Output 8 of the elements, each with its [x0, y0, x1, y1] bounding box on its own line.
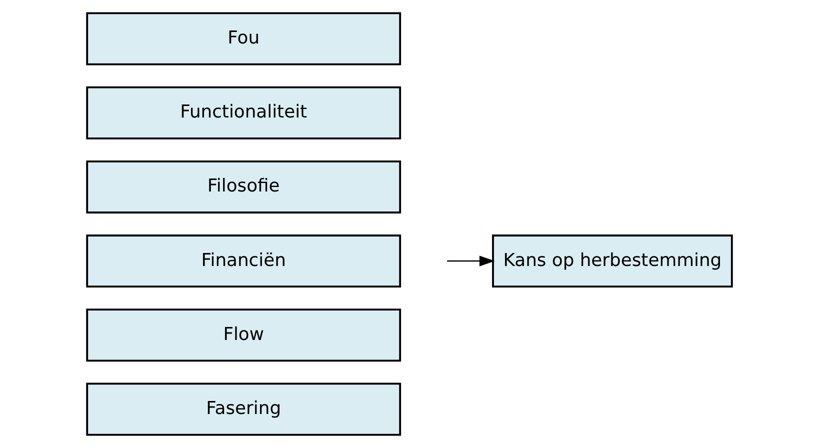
node-box: Financiën: [86, 234, 401, 288]
node-box: Fasering: [86, 382, 401, 436]
node-box: Functionaliteit: [86, 86, 401, 140]
node-box: Flow: [86, 308, 401, 362]
node-box: Kans op herbestemming: [492, 234, 732, 288]
node-box: Filosofie: [86, 160, 401, 214]
arrow: [446, 256, 494, 266]
node-box: Fou: [86, 12, 401, 66]
